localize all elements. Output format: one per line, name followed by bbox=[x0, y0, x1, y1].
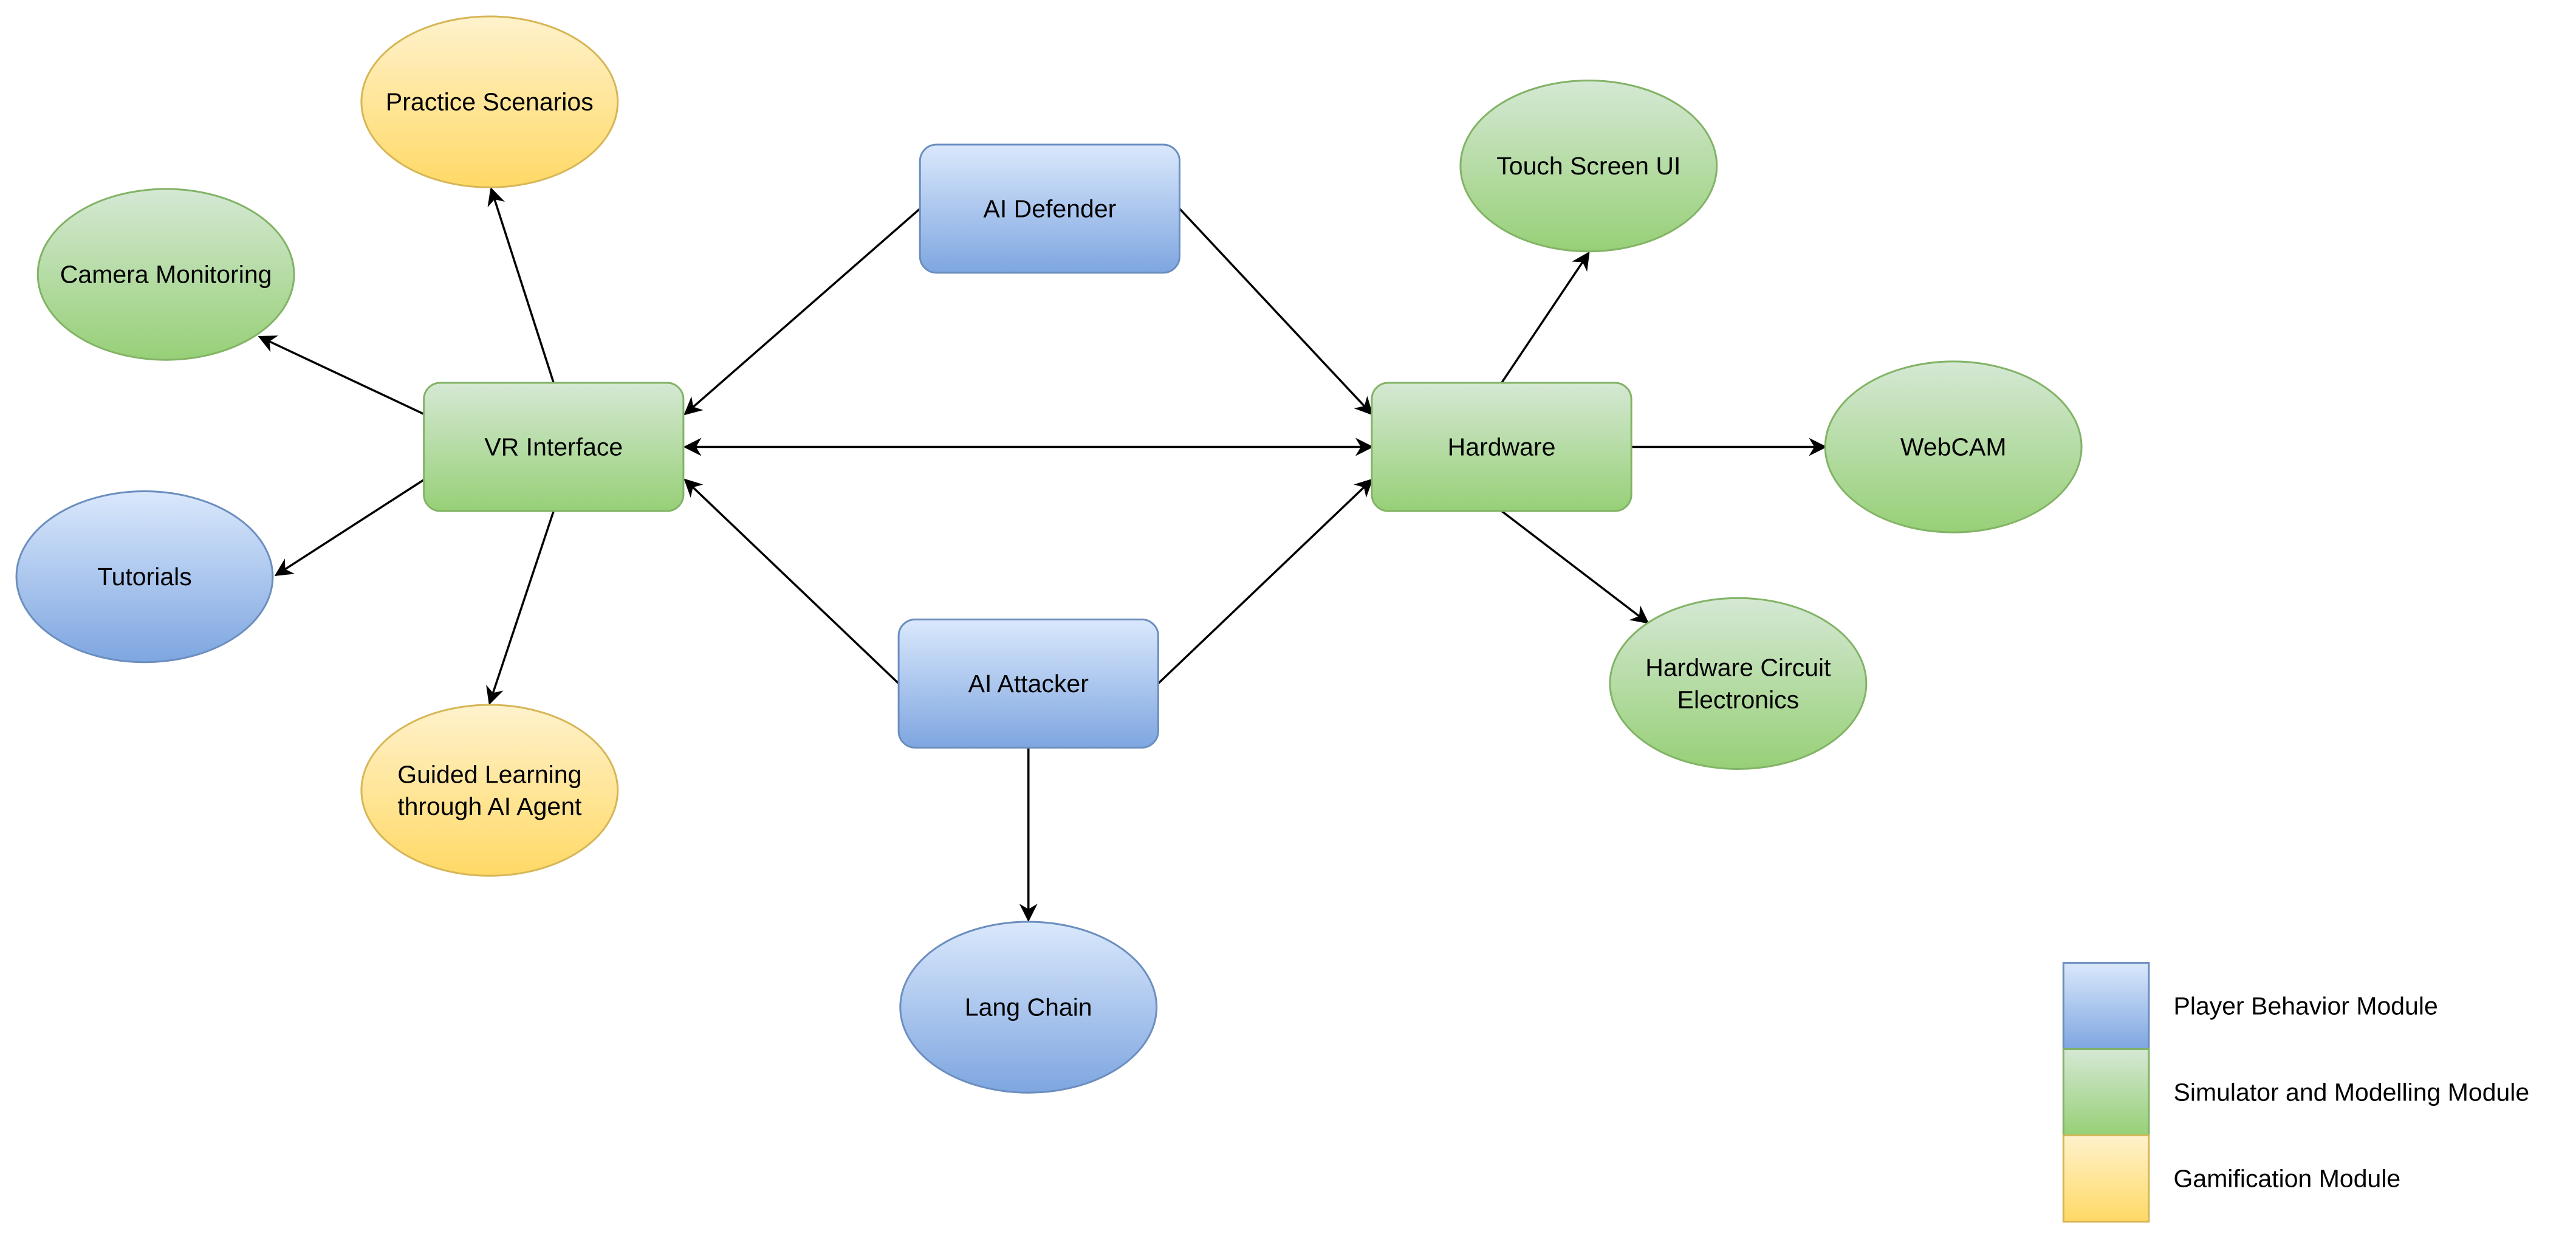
node-hardware-circuit-shape bbox=[1609, 597, 1868, 770]
node-guided-learning-shape bbox=[360, 704, 619, 877]
node-lang-chain: Lang Chain bbox=[899, 921, 1158, 1094]
node-ai-attacker-shape bbox=[897, 618, 1159, 749]
node-vr-interface-label: VR Interface bbox=[484, 433, 623, 461]
edge-vr-interface-to-tutorials bbox=[274, 479, 425, 577]
edge-vr-interface-to-practice-scenarios bbox=[487, 187, 555, 383]
node-tutorials: Tutorials bbox=[15, 490, 274, 664]
node-guided-learning-label: Guided Learning bbox=[397, 760, 581, 788]
node-touch-screen-ui-shape bbox=[1459, 80, 1718, 253]
node-practice-scenarios: Practice Scenarios bbox=[360, 15, 619, 188]
legend-item-gamification: Gamification Module bbox=[2062, 1134, 2401, 1223]
node-camera-monitoring-shape bbox=[36, 188, 295, 361]
edges-layer bbox=[258, 187, 1828, 922]
edge-vr-interface-to-guided-learning bbox=[486, 510, 555, 705]
legend-label-player: Player Behavior Module bbox=[2174, 992, 2438, 1020]
node-touch-screen-ui-label: Touch Screen UI bbox=[1496, 152, 1680, 180]
node-hardware-label: Hardware bbox=[1448, 433, 1556, 461]
node-practice-scenarios-shape bbox=[360, 15, 619, 188]
node-vr-interface: VR Interface bbox=[423, 382, 685, 512]
node-lang-chain-label: Lang Chain bbox=[965, 993, 1092, 1021]
legend-item-simulator: Simulator and Modelling Module bbox=[2062, 1048, 2530, 1137]
edge-ai-defender-to-hardware bbox=[1179, 208, 1373, 416]
node-ai-defender: AI Defender bbox=[919, 143, 1181, 274]
node-ai-attacker: AI Attacker bbox=[897, 618, 1159, 749]
node-hardware-shape bbox=[1371, 382, 1632, 512]
edge-ai-defender-to-vr-interface bbox=[683, 208, 921, 416]
node-touch-screen-ui: Touch Screen UI bbox=[1459, 80, 1718, 253]
legend-label-gamification: Gamification Module bbox=[2174, 1165, 2401, 1193]
node-hardware: Hardware bbox=[1371, 382, 1632, 512]
node-vr-interface-shape bbox=[423, 382, 685, 512]
legend-swatch-gamification bbox=[2062, 1134, 2150, 1223]
legend-item-player: Player Behavior Module bbox=[2062, 962, 2438, 1051]
node-guided-learning-label: through AI Agent bbox=[397, 792, 582, 820]
node-practice-scenarios-label: Practice Scenarios bbox=[386, 88, 594, 116]
node-tutorials-label: Tutorials bbox=[97, 563, 192, 591]
node-camera-monitoring: Camera Monitoring bbox=[36, 188, 295, 361]
edge-ai-attacker-to-hardware bbox=[1157, 478, 1374, 685]
edge-ai-attacker-to-vr-interface bbox=[683, 478, 900, 685]
edge-vr-interface-to-camera-monitoring bbox=[258, 335, 425, 416]
node-webcam-shape bbox=[1824, 360, 2083, 534]
node-lang-chain-shape bbox=[899, 921, 1158, 1094]
legend-label-simulator: Simulator and Modelling Module bbox=[2174, 1079, 2530, 1106]
node-webcam-label: WebCAM bbox=[1900, 433, 2007, 461]
node-camera-monitoring-label: Camera Monitoring bbox=[60, 261, 272, 289]
node-hardware-circuit-label: Hardware Circuit bbox=[1645, 654, 1831, 682]
legend-swatch-player bbox=[2062, 962, 2150, 1051]
edge-hardware-to-touch-screen-ui bbox=[1501, 251, 1590, 384]
node-webcam: WebCAM bbox=[1824, 360, 2083, 534]
node-ai-defender-label: AI Defender bbox=[984, 194, 1117, 222]
node-ai-attacker-label: AI Attacker bbox=[968, 670, 1089, 698]
node-guided-learning: Guided Learning through AI Agent bbox=[360, 704, 619, 877]
legend-swatch-simulator bbox=[2062, 1048, 2150, 1137]
node-ai-defender-shape bbox=[919, 143, 1181, 274]
edge-hardware-to-hardware-circuit bbox=[1501, 510, 1649, 624]
node-tutorials-shape bbox=[15, 490, 274, 664]
node-hardware-circuit-label: Electronics bbox=[1677, 685, 1800, 713]
